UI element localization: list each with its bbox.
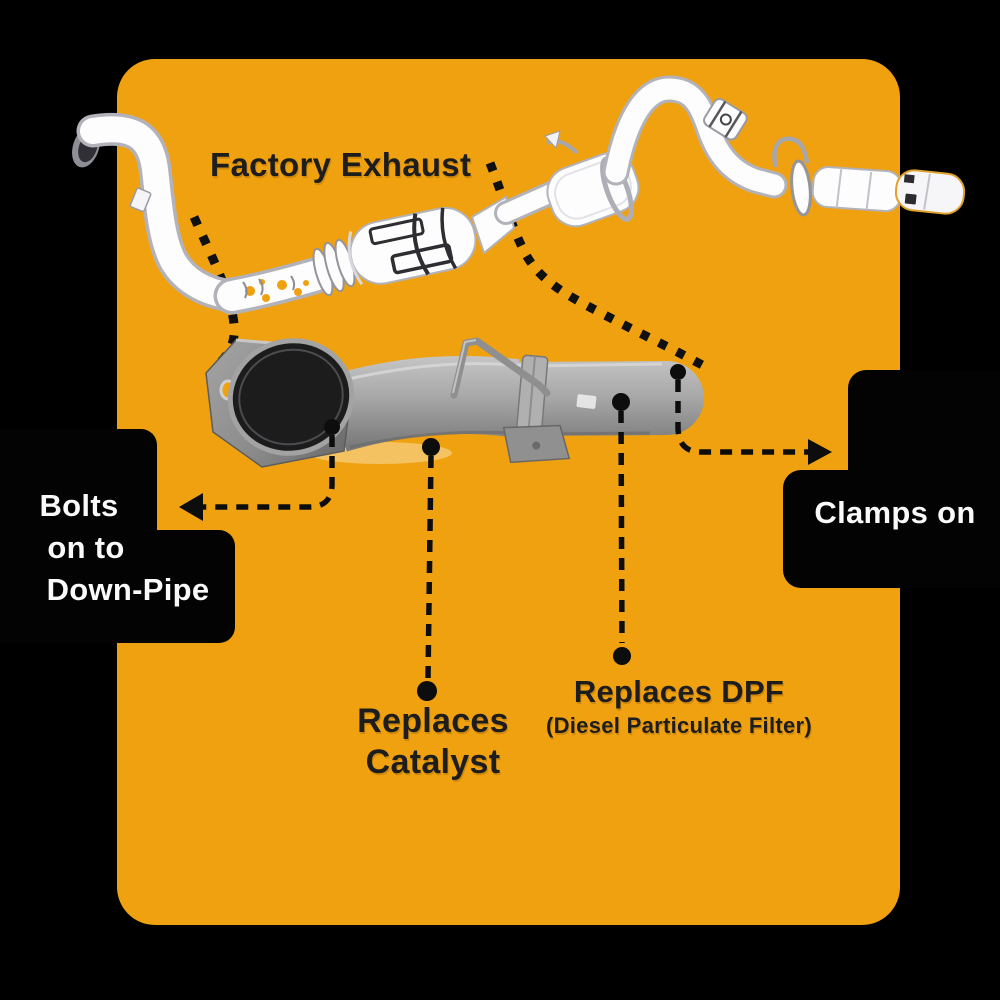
pipe-mouth xyxy=(227,338,355,456)
replaces-catalyst-line2: Catalyst xyxy=(365,743,501,781)
pipe-hanger-rod xyxy=(450,337,551,399)
bolts-label-line3: Down-Pipe xyxy=(46,572,210,607)
arrow-right-icon xyxy=(808,439,832,465)
catalyst-connector-line xyxy=(417,438,440,701)
clamps-connector-arrow xyxy=(670,364,832,465)
bolts-label-line1: Bolts xyxy=(39,488,119,523)
factory-exhaust-title: Factory Exhaust xyxy=(210,146,472,183)
dpf-connector-line xyxy=(612,393,631,665)
replaces-catalyst-line1: Replaces xyxy=(357,702,509,740)
clamps-label-box xyxy=(783,370,1000,588)
connector-dot xyxy=(613,647,631,665)
bolts-label-line2: on to xyxy=(47,530,125,565)
connector-dot xyxy=(417,681,437,701)
tailpipe-tip xyxy=(894,169,966,215)
factory-exhaust-illustration xyxy=(72,75,966,315)
aftermarket-pipe-illustration xyxy=(205,337,704,468)
connector-dot xyxy=(670,364,686,380)
connector-dot xyxy=(612,393,630,411)
pipe-tag xyxy=(129,187,152,213)
bolts-label-box xyxy=(0,429,235,643)
clamps-label: Clamps on xyxy=(814,495,976,530)
factory-dpf-body xyxy=(347,206,477,286)
connectors xyxy=(179,364,832,701)
hanger-bracket xyxy=(703,98,748,141)
arrow-left-icon xyxy=(179,493,203,521)
connector-dot xyxy=(422,438,440,456)
factory-tailpipe xyxy=(811,166,903,213)
replaces-dpf-label: Replaces DPF xyxy=(573,674,785,709)
replaces-dpf-sublabel: (Diesel Particulate Filter) xyxy=(545,713,813,738)
pipe-sticker xyxy=(576,394,597,409)
dotted-trail-right xyxy=(485,161,707,370)
bolts-connector-arrow xyxy=(179,419,340,521)
connector-dot xyxy=(324,419,340,435)
